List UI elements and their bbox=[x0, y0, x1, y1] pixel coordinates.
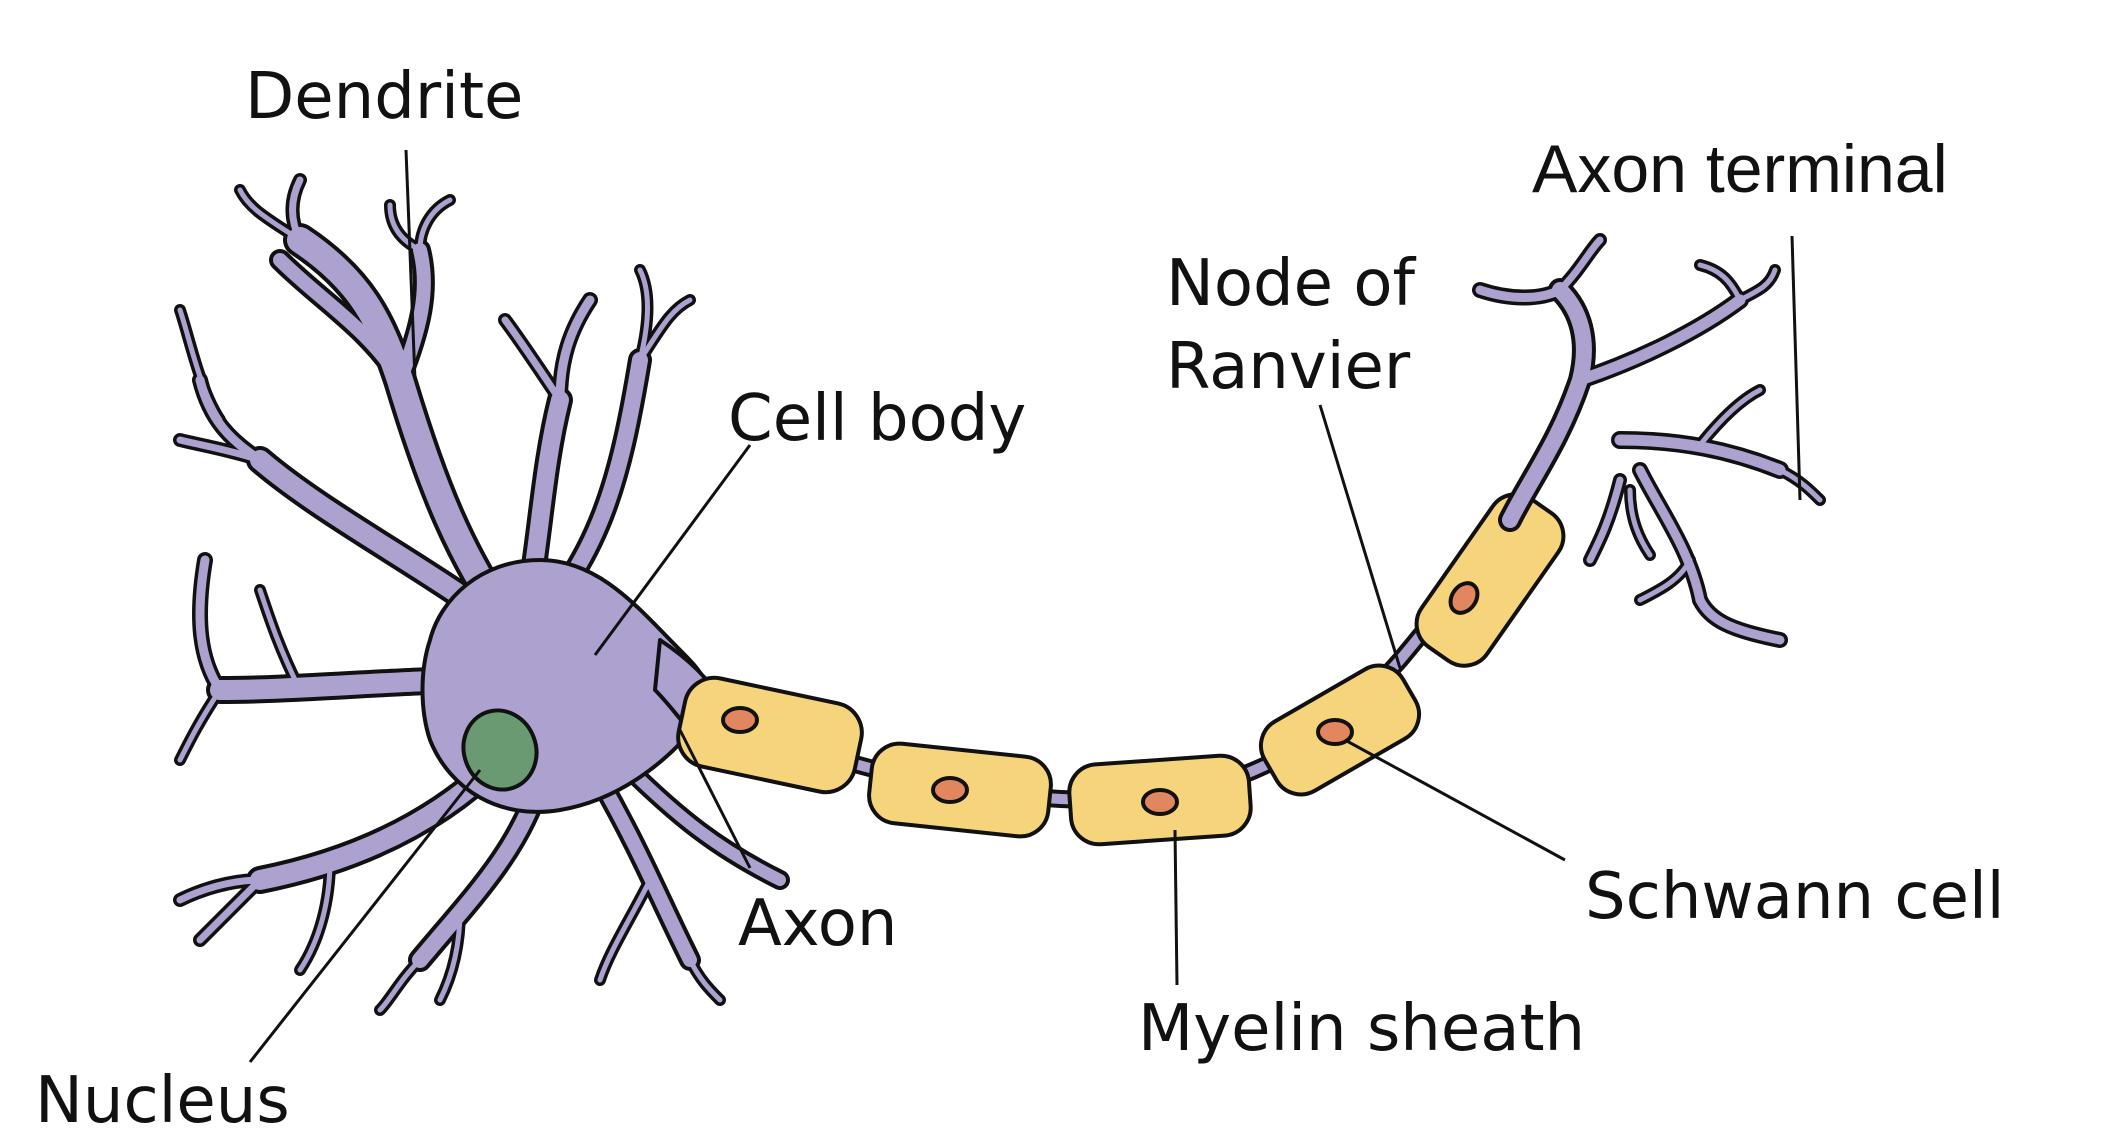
label-dendrite: Dendrite bbox=[245, 60, 523, 134]
label-axon-terminal: Axon terminal bbox=[1532, 131, 1948, 207]
schwann-cell-segment bbox=[1258, 663, 1422, 797]
labels: Dendrite Axon terminal Node of Ranvier C… bbox=[35, 60, 2005, 1138]
myelin-sheath-leader bbox=[1173, 829, 1179, 986]
nucleus-shape bbox=[461, 708, 539, 792]
schwann-cell-segment bbox=[1067, 753, 1253, 847]
label-myelin-sheath: Myelin sheath bbox=[1138, 992, 1585, 1066]
neuron-cell bbox=[173, 173, 790, 1016]
axon-terminal-branches bbox=[1472, 233, 1826, 648]
label-node-of-ranvier-line1: Node of bbox=[1166, 247, 1417, 321]
leader-lines bbox=[248, 149, 1802, 1063]
label-nucleus: Nucleus bbox=[35, 1064, 290, 1138]
label-cell-body: Cell body bbox=[728, 382, 1026, 456]
dendrite-leader bbox=[404, 149, 417, 381]
cell-body-leader bbox=[593, 444, 752, 656]
schwann-cell-segment bbox=[867, 741, 1053, 839]
label-node-of-ranvier-line2: Ranvier bbox=[1166, 330, 1411, 404]
myelin-sheath bbox=[676, 492, 1566, 847]
schwann-cell-segment bbox=[676, 675, 864, 795]
schwann-cell-leader bbox=[1344, 738, 1566, 862]
nucleus-leader bbox=[248, 769, 482, 1063]
node-of-ranvier-leader bbox=[1318, 404, 1402, 669]
axon-leader bbox=[678, 729, 752, 869]
axon-terminal-leader bbox=[1790, 235, 1802, 501]
schwann-cell-segment bbox=[1414, 492, 1566, 668]
label-schwann-cell: Schwann cell bbox=[1585, 860, 2005, 934]
label-axon: Axon bbox=[738, 887, 897, 961]
